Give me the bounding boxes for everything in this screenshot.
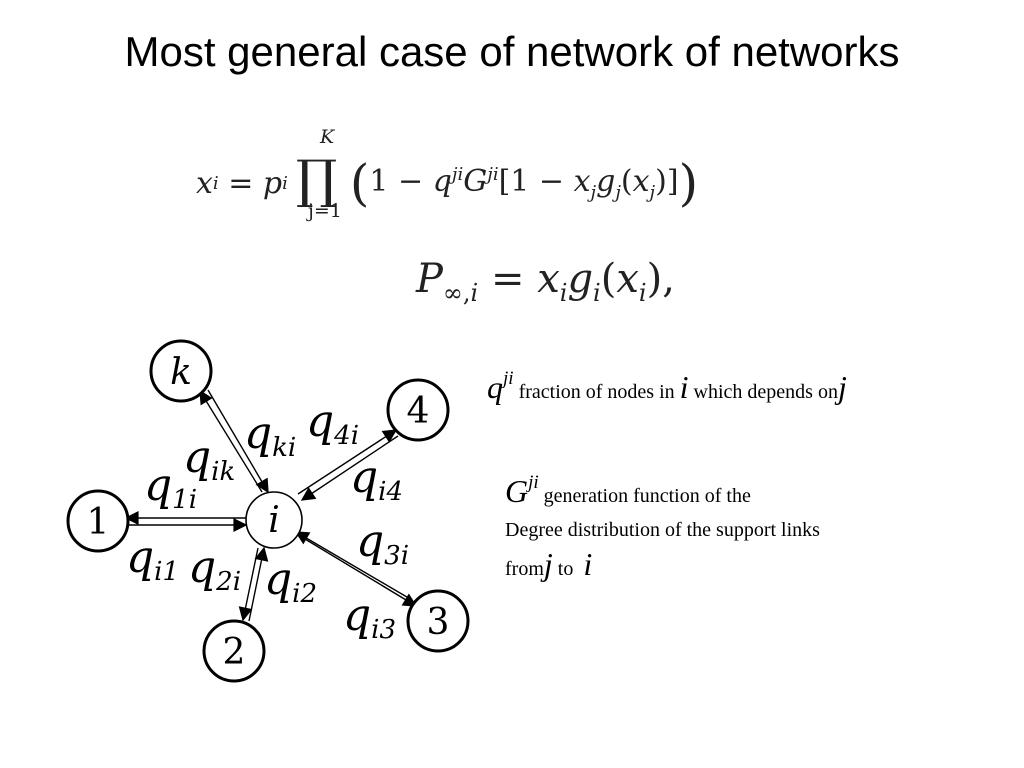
label-qi2: qi2	[264, 554, 317, 609]
node-center-i	[245, 491, 303, 549]
node-3	[406, 589, 470, 653]
q-symbol: q	[487, 369, 503, 405]
node-2	[202, 619, 266, 683]
label-q3i: q3i	[356, 516, 409, 571]
edge-i-to-k	[199, 389, 263, 493]
i-symbol: i	[679, 369, 689, 405]
q-sup: ji	[503, 368, 514, 389]
node-3-label: 3	[427, 602, 450, 643]
slide-title: Most general case of network of networks	[124, 28, 900, 75]
eq-body: 1 − qjiGji[1 − xjgj(xj)]	[369, 163, 679, 203]
edge-k-to-i	[207, 389, 269, 494]
node-1	[66, 489, 130, 553]
to-i-symbol: i	[583, 546, 593, 582]
to-text: to	[557, 558, 574, 580]
node-k	[149, 339, 213, 403]
g-text: generation function of the	[543, 485, 751, 507]
product-upper-limit: K	[320, 126, 335, 148]
label-qi4: qi4	[350, 452, 403, 507]
node-4	[386, 378, 450, 442]
eq-lhs-sub: i	[212, 172, 219, 194]
node-1-label: 1	[87, 502, 110, 543]
node-4-label: 4	[407, 391, 430, 432]
label-qki: qki	[244, 408, 296, 463]
product-lower-limit: j=1	[308, 200, 342, 222]
eq-lhs: x	[196, 165, 213, 201]
note-q-definition: qji fraction of nodes in i which depends…	[487, 368, 847, 406]
equation-p-infinity: P∞,i = xigi(xi),	[416, 256, 675, 307]
eq-p: p	[262, 165, 283, 201]
center-label: i	[268, 500, 280, 541]
label-q1i: q1i	[144, 460, 197, 515]
edge-4-to-i	[300, 435, 399, 501]
from-text: from	[505, 558, 544, 580]
node-k-label: k	[170, 352, 192, 393]
node-2-label: 2	[223, 632, 246, 673]
j-symbol: j	[837, 369, 847, 405]
product-symbol: ∏	[295, 150, 338, 210]
label-qik: qik	[183, 432, 235, 487]
eq-p-sub: i	[282, 172, 288, 194]
label-qi3: qi3	[343, 590, 396, 645]
edge-3-to-i	[294, 531, 413, 601]
edge-i-to-4	[297, 429, 398, 495]
edge-2-to-i	[248, 546, 269, 622]
label-qi1: qi1	[126, 532, 179, 587]
q-text: fraction of nodes in	[518, 381, 675, 403]
edge-i-to-3	[299, 535, 418, 607]
g-symbol: G	[505, 473, 529, 509]
from-j-symbol: j	[543, 546, 553, 582]
label-q4i: q4i	[306, 396, 359, 451]
edge-i-to-2	[238, 547, 259, 622]
g-sup: ji	[528, 472, 539, 493]
depends-text: which depends on	[693, 381, 838, 403]
note-g-definition: Gji generation function of the Degree di…	[505, 466, 820, 586]
degree-text: Degree distribution of the support links	[505, 519, 820, 541]
label-q2i: q2i	[188, 542, 241, 597]
